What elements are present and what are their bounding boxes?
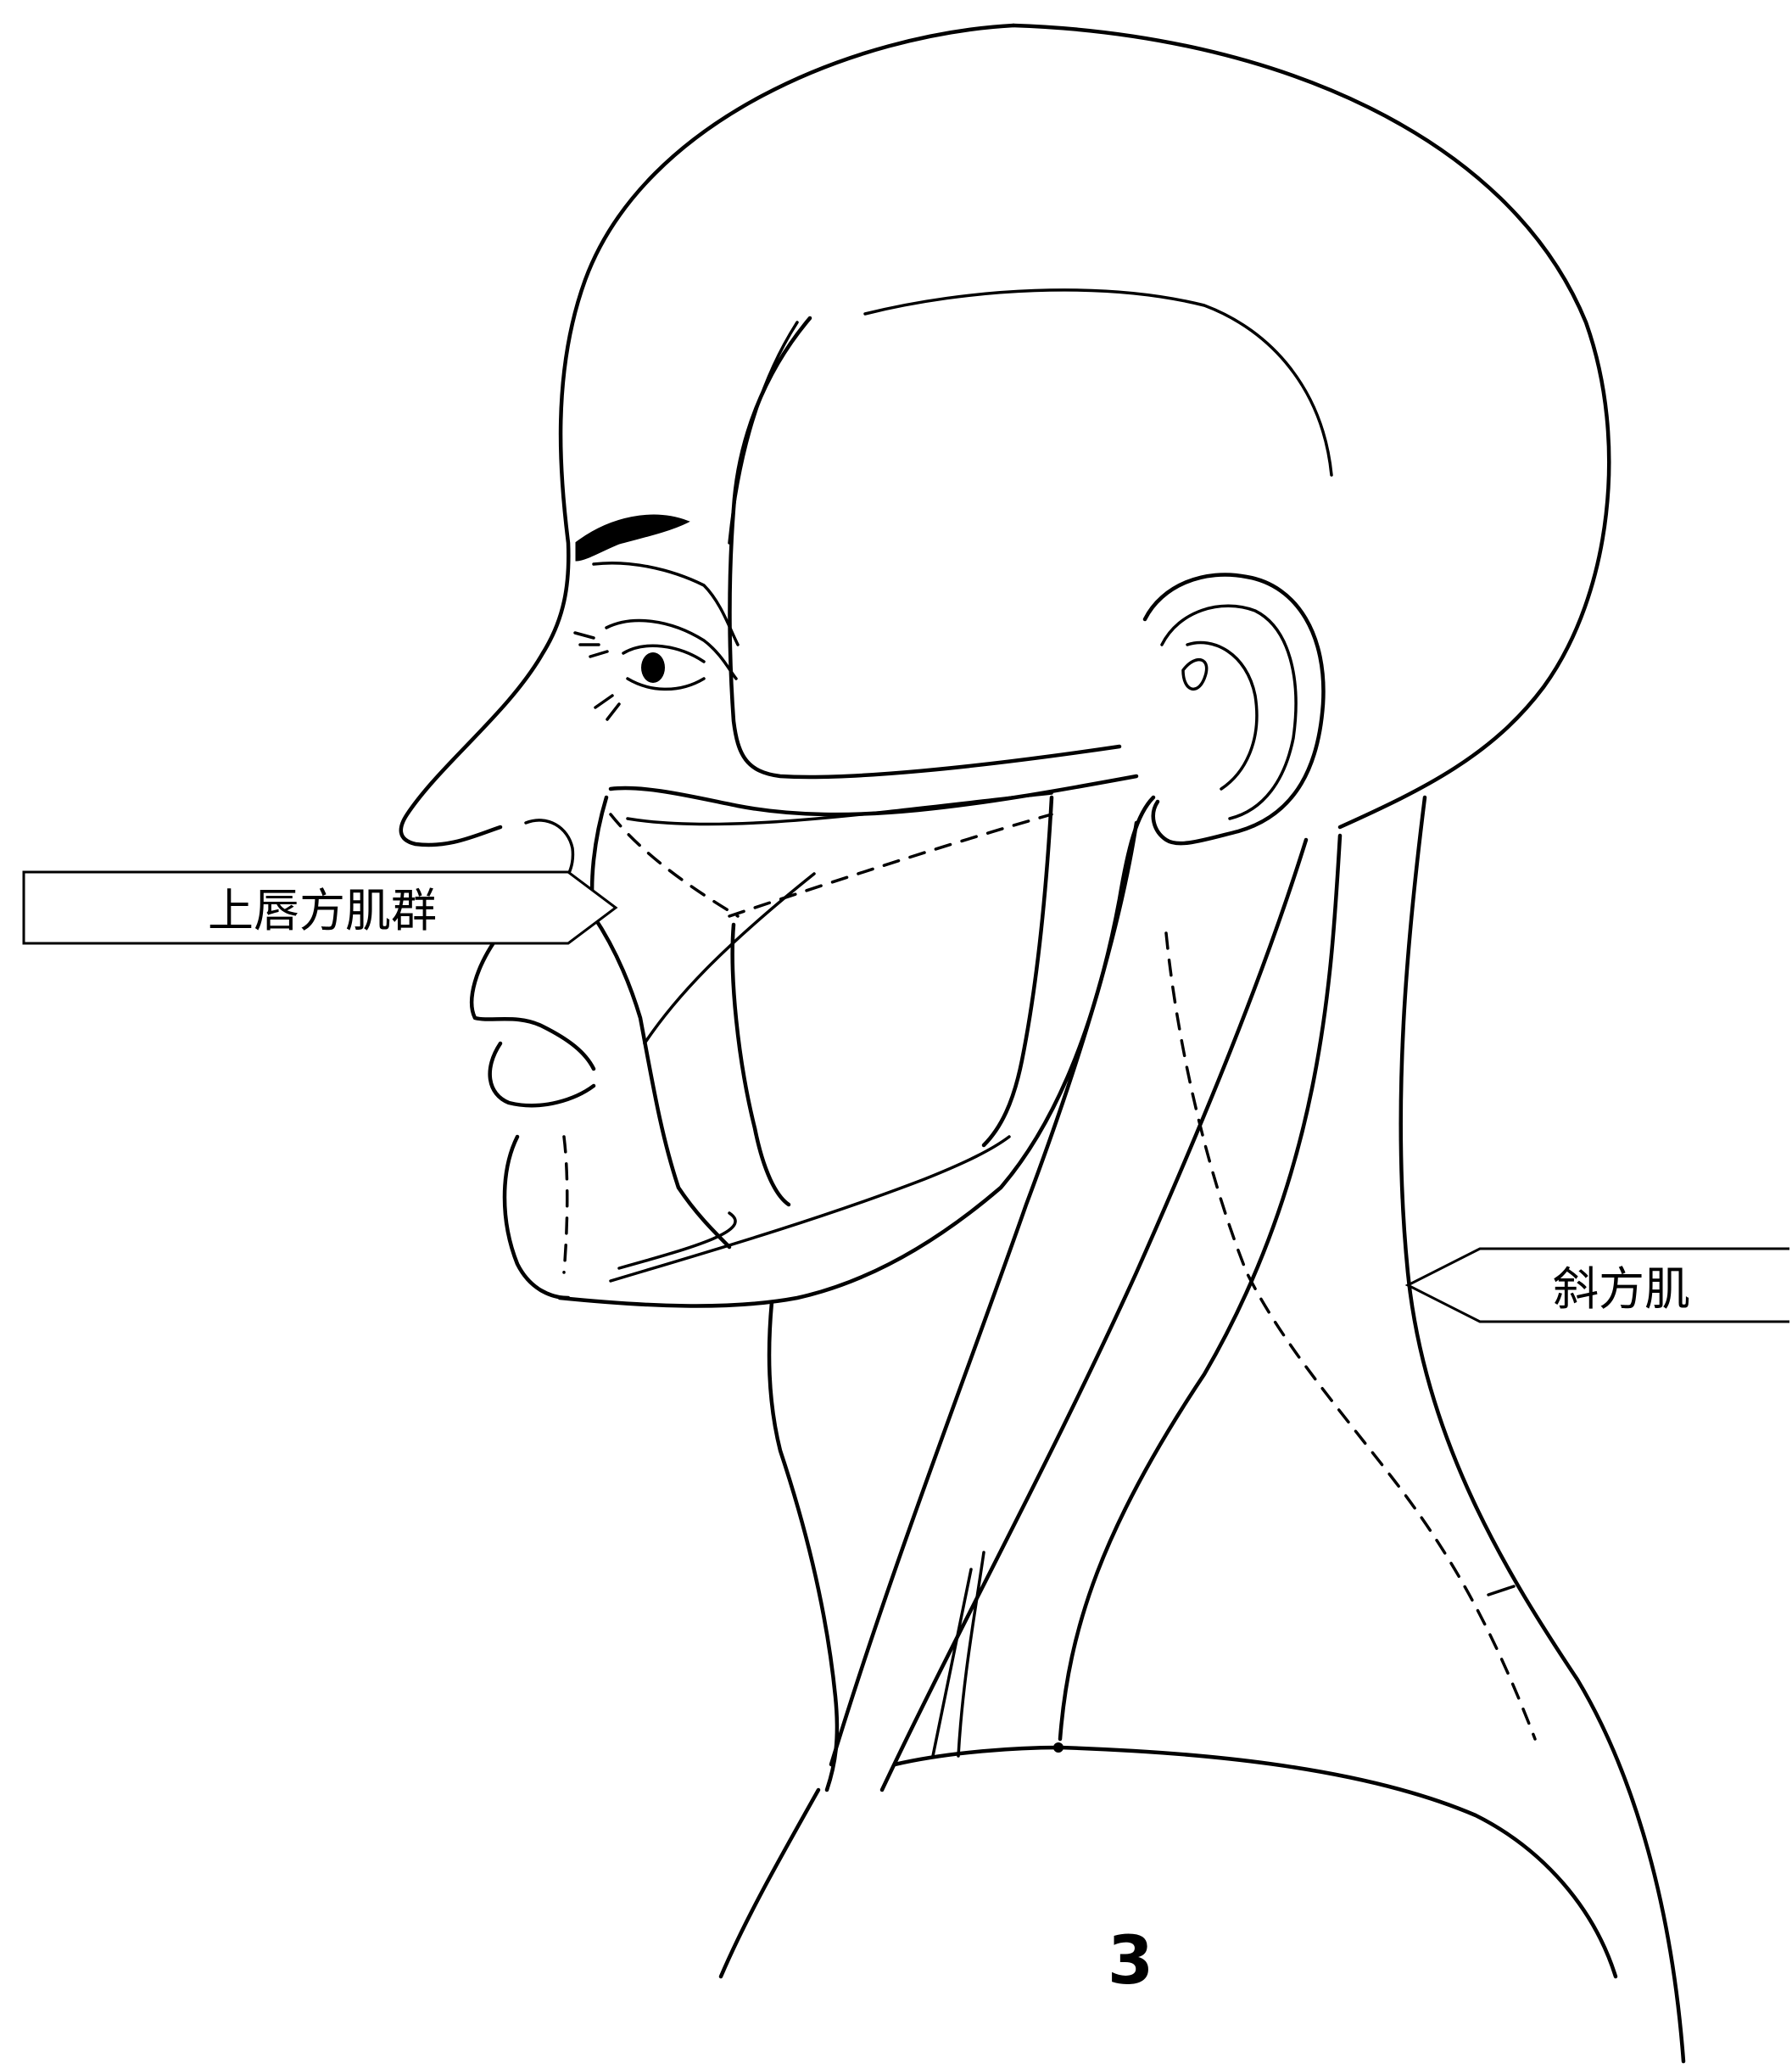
- plate-number: 3: [1108, 1923, 1153, 1999]
- eyebrow: [577, 516, 687, 560]
- eyelashes: [575, 633, 619, 719]
- callout-upper-lip-label: 上唇方肌群: [208, 884, 437, 937]
- brow-ridge: [594, 563, 738, 645]
- trapezius-dash: [1166, 933, 1535, 1739]
- scm-front: [831, 823, 1136, 1764]
- ear-helix-inner: [1162, 606, 1296, 819]
- head-outline: [401, 25, 1013, 845]
- callout-trapezius-label: 斜方肌: [1553, 1262, 1690, 1316]
- upper-eyelid: [606, 621, 736, 679]
- scm-inner-1: [958, 1552, 984, 1756]
- upper-lip: [472, 933, 594, 1069]
- throat-outline: [769, 1302, 837, 1790]
- sternal-notch-dot: [1053, 1742, 1063, 1753]
- temple-outline: [729, 318, 1119, 777]
- clavicle-line: [895, 1747, 1616, 1977]
- chin-outline: [505, 1137, 568, 1298]
- eye-upper: [623, 646, 704, 662]
- callout-upper-lip-muscles: 上唇方肌群: [24, 872, 616, 943]
- zygomatic-band-upper: [611, 776, 1136, 814]
- scm-inner-2: [933, 1569, 971, 1756]
- zygomaticus-dash: [611, 814, 738, 916]
- cranium-line: [865, 290, 1331, 475]
- skull-back-outline: [1013, 25, 1609, 827]
- masseter-front: [733, 925, 789, 1205]
- ear-concha: [1183, 660, 1207, 690]
- chin-dash: [564, 1137, 567, 1272]
- chest-outline: [721, 1790, 818, 1977]
- ear-antihelix: [1187, 643, 1257, 790]
- lower-lip: [490, 1043, 594, 1105]
- buccal-dash: [729, 814, 1052, 916]
- eye-lower: [628, 679, 704, 689]
- callout-trapezius: 斜方肌: [1408, 1249, 1789, 1322]
- scm-back: [882, 840, 1306, 1790]
- eye-iris: [641, 652, 665, 683]
- temple-inner-line: [729, 322, 797, 543]
- masseter-back: [984, 797, 1052, 1145]
- neck-back-tick: [1488, 1586, 1514, 1595]
- cheek-diagonal: [645, 874, 814, 1043]
- neck-back-outline: [1401, 797, 1683, 2061]
